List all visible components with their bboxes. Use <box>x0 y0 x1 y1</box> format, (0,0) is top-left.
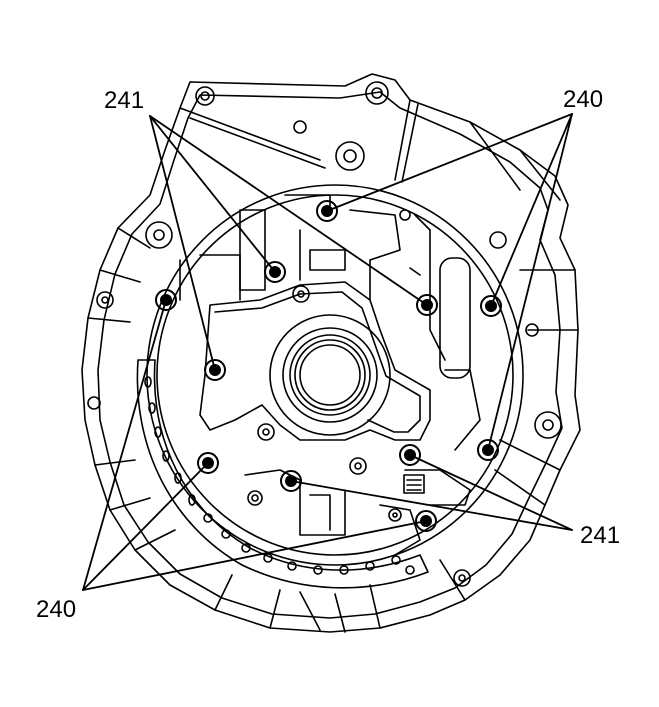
band-holes <box>145 377 400 574</box>
pump-body <box>200 282 430 440</box>
bolt-241-c <box>205 360 225 380</box>
case-bosses <box>88 82 561 586</box>
valve-body-upper <box>180 195 480 450</box>
pump-bore-outer <box>147 185 523 565</box>
case-inner-outline <box>98 92 562 618</box>
bolt-240-b <box>481 296 501 316</box>
pump-bore-inner <box>157 195 513 555</box>
hub-outer-ring <box>283 328 377 422</box>
valve-body-lower <box>245 286 470 555</box>
perforated-band <box>137 360 428 588</box>
callout-241-top-left: 241 <box>104 87 145 114</box>
bolt-241-b <box>417 295 437 315</box>
hub-flange <box>270 315 390 435</box>
bolt-240-f <box>416 511 436 531</box>
bolt-markers <box>156 201 501 531</box>
bolt-240-d <box>156 290 176 310</box>
hub-bore <box>300 345 360 405</box>
callout-241-bottom-right: 241 <box>580 522 621 549</box>
leader-lines <box>83 114 572 590</box>
case-outer-outline <box>82 74 580 632</box>
callout-240-top-right: 240 <box>563 86 604 113</box>
hub-inner-ring <box>295 340 365 410</box>
callout-240-bottom-left: 240 <box>36 596 77 623</box>
hub-middle-ring <box>290 335 370 415</box>
case-ribs <box>88 100 578 632</box>
